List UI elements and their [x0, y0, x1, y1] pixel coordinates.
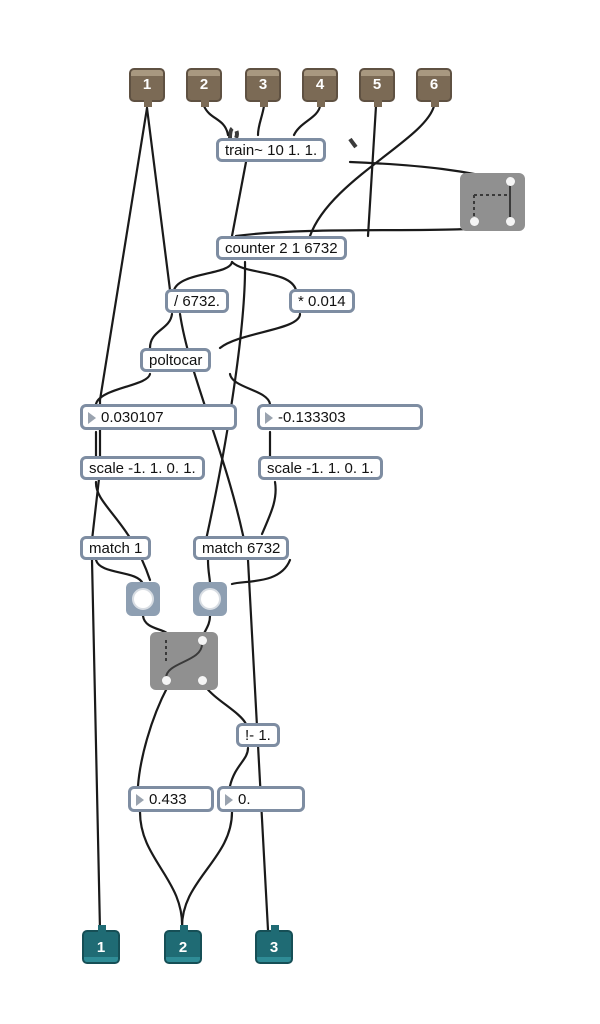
cord-scale-right-loop[interactable]: [230, 558, 292, 586]
cord-inlet3-train[interactable]: [256, 104, 266, 137]
outlet-inlet-nub[interactable]: [271, 925, 279, 932]
inlet-bar: [304, 70, 336, 76]
outlet-3[interactable]: 3: [255, 925, 293, 964]
inlet-bar: [131, 70, 163, 76]
cord-counter-multiply[interactable]: [230, 260, 298, 292]
bang-button-left[interactable]: [126, 582, 160, 616]
x-number-box[interactable]: 0.030107: [80, 404, 237, 430]
bang-button-right[interactable]: [193, 582, 227, 616]
cord-multiply-poltocar[interactable]: [218, 312, 302, 350]
divide-object[interactable]: / 6732.: [165, 289, 229, 313]
cord-scale-right[interactable]: [260, 480, 277, 536]
cord-poltocar-x[interactable]: [94, 372, 152, 406]
number-triangle-icon: [225, 794, 233, 806]
inlet-6[interactable]: 6: [416, 68, 452, 107]
bang-circle-icon: [199, 588, 221, 610]
bang-circle-icon: [132, 588, 154, 610]
number-triangle-icon: [136, 794, 144, 806]
cord-gate-rminus[interactable]: [203, 684, 248, 726]
inlet-3[interactable]: 3: [245, 68, 281, 107]
outlet-bar: [84, 957, 118, 962]
cord-match1-button[interactable]: [94, 558, 145, 586]
cord-train-counter[interactable]: [230, 160, 248, 238]
cord-match1-outlet1[interactable]: [90, 558, 102, 932]
inlet-bar: [247, 70, 279, 76]
inlet-outlet-nub[interactable]: [431, 100, 439, 107]
cord-inlet2-train[interactable]: [202, 104, 230, 137]
gate-outlet-dot[interactable]: [470, 217, 479, 226]
scale-right-object[interactable]: scale -1. 1. 0. 1.: [258, 456, 383, 480]
gate-right[interactable]: [460, 173, 525, 231]
cord-inlet6-counter[interactable]: [308, 104, 436, 238]
gate-route-icon: [473, 181, 511, 219]
cord-inlet1-divide[interactable]: [145, 106, 172, 292]
outlet-number: 2: [178, 939, 188, 956]
cord-num-outlet2[interactable]: [138, 810, 184, 932]
cord-num2-outlet2[interactable]: [180, 810, 234, 932]
inlet-number: 3: [258, 76, 268, 93]
number-value: 0.: [238, 791, 251, 808]
match-right-object[interactable]: match 6732: [193, 536, 290, 560]
inlet-5[interactable]: 5: [359, 68, 395, 107]
outlet-number: 1: [96, 939, 106, 956]
cord-scale-left[interactable]: [94, 480, 152, 582]
counter-object[interactable]: counter 2 1 6732: [216, 236, 347, 260]
gate-inlet-dot[interactable]: [198, 636, 207, 645]
cord-inlet4-train[interactable]: [292, 104, 322, 137]
inlet-number: 4: [315, 76, 325, 93]
cord-gate-number[interactable]: [136, 684, 170, 788]
rminus-object[interactable]: !- 1.: [236, 723, 280, 747]
cord-match6732-button[interactable]: [206, 558, 212, 586]
inlet-number: 2: [199, 76, 209, 93]
gate-inlet-dot[interactable]: [506, 177, 515, 186]
signal-cord: [228, 125, 239, 139]
gate-outlet-dot[interactable]: [162, 676, 171, 685]
train-object[interactable]: train~ 10 1. 1.: [216, 138, 327, 162]
inlet-outlet-nub[interactable]: [260, 100, 268, 107]
number-triangle-icon: [265, 412, 273, 424]
inlet-4[interactable]: 4: [302, 68, 338, 107]
number-value: -0.133303: [278, 409, 346, 426]
inlet-outlet-nub[interactable]: [201, 100, 209, 107]
scale-left-object[interactable]: scale -1. 1. 0. 1.: [80, 456, 205, 480]
inlet-bar: [188, 70, 220, 76]
inlet-outlet-nub[interactable]: [144, 100, 152, 107]
inlet-outlet-nub[interactable]: [317, 100, 325, 107]
outlet-inlet-nub[interactable]: [98, 925, 106, 932]
inlet-1[interactable]: 1: [129, 68, 165, 107]
inlet-number: 1: [142, 76, 152, 93]
inlet-number: 6: [429, 76, 439, 93]
inlet-bar: [418, 70, 450, 76]
outlet-number: 3: [269, 939, 279, 956]
number-value: 0.433: [149, 791, 187, 808]
y-number-box[interactable]: -0.133303: [257, 404, 423, 430]
inlet-outlet-nub[interactable]: [374, 100, 382, 107]
outlet-2[interactable]: 2: [164, 925, 202, 964]
cord-divide-poltocar[interactable]: [148, 312, 174, 350]
gate-route-icon: [165, 640, 203, 679]
inlet-bar: [361, 70, 393, 76]
gate-outlet-dot[interactable]: [506, 217, 515, 226]
gate-outlet-dot[interactable]: [198, 676, 207, 685]
outlet-1[interactable]: 1: [82, 925, 120, 964]
gate-lower[interactable]: [150, 632, 218, 690]
cord-inlet5-counter[interactable]: [366, 104, 378, 238]
outlet-bar: [257, 957, 291, 962]
inlet-number: 5: [372, 76, 382, 93]
cord-poltocar-y[interactable]: [228, 372, 272, 406]
inlet-2[interactable]: 2: [186, 68, 222, 107]
cord-rminus-number[interactable]: [228, 746, 250, 788]
crossfade-a-number-box[interactable]: 0.433: [128, 786, 214, 812]
match-left-object[interactable]: match 1: [80, 536, 152, 560]
poltocar-object[interactable]: poltocar: [140, 348, 212, 372]
outlet-inlet-nub[interactable]: [180, 925, 188, 932]
outlet-bar: [166, 957, 200, 962]
signal-cord: [348, 137, 360, 152]
number-value: 0.030107: [101, 409, 164, 426]
number-triangle-icon: [88, 412, 96, 424]
multiply-object[interactable]: * 0.014: [289, 289, 355, 313]
crossfade-b-number-box[interactable]: 0.: [217, 786, 305, 812]
cord-counter-divide[interactable]: [172, 260, 234, 292]
